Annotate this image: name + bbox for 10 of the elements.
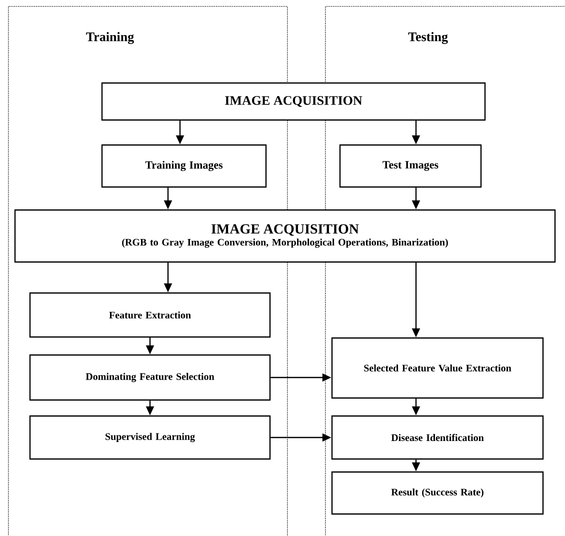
process-box: IMAGE ACQUISITION (RGB to Gray Image Conversion, Morphological Operations, Binarization) (14, 209, 556, 263)
process-box: IMAGE ACQUISITION (101, 82, 486, 121)
process-box: Result (Success Rate) (331, 471, 544, 515)
process-box: Disease Identification (331, 415, 544, 460)
process-box: Training Images (101, 144, 267, 188)
process-box: Supervised Learning (29, 415, 271, 460)
process-box: Feature Extraction (29, 292, 271, 338)
process-box: Test Images (339, 144, 482, 188)
process-box: Dominating Feature Selection (29, 354, 271, 401)
process-box: Selected Feature Value Extraction (331, 337, 544, 399)
